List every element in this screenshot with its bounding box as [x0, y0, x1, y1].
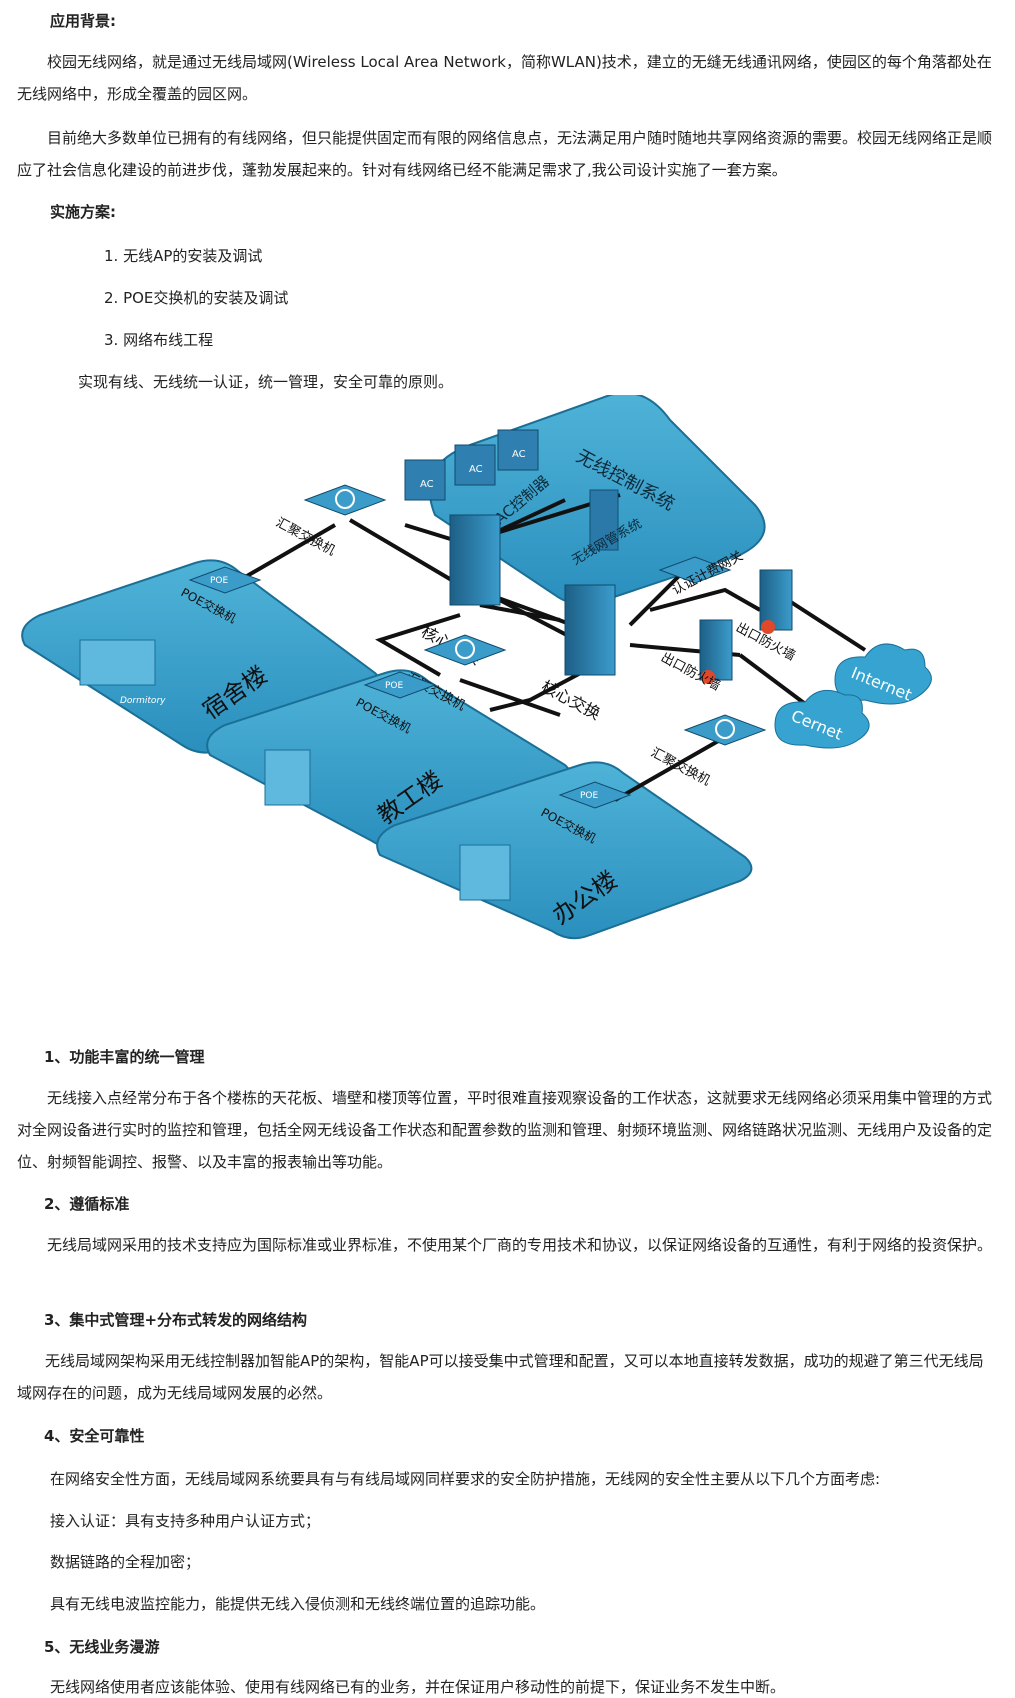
- poe-switch-office: POE: [558, 781, 632, 809]
- section-paragraph: 具有无线电波监控能力，能提供无线入侵侦测和无线终端位置的追踪功能。: [50, 1595, 546, 1613]
- section-paragraph: 接入认证：具有支持多种用户认证方式；: [50, 1512, 321, 1530]
- firewall-1: [759, 569, 793, 634]
- teaching-building: [264, 749, 311, 806]
- core-switch-2: [564, 584, 616, 676]
- ac-label: AC: [512, 449, 526, 460]
- poe-switch-teaching: POE: [363, 671, 437, 699]
- ac-controller-group: AC AC AC: [404, 429, 539, 501]
- paragraph-current: 目前绝大多数单位已拥有的有线网络，但只能提供固定而有限的网络信息点，无法满足用户…: [17, 129, 993, 179]
- paragraph-intro: 校园无线网络，就是通过无线局域网(Wireless Local Area Net…: [17, 53, 992, 103]
- plan-note: 实现有线、无线统一认证，统一管理，安全可靠的原则。: [78, 373, 454, 391]
- section-paragraph: 无线局域网采用的技术支持应为国际标准或业界标准，不使用某个厂商的专用技术和协议，…: [47, 1236, 993, 1254]
- internet-cloud: Internet: [834, 643, 932, 705]
- section-title: 1、功能丰富的统一管理: [44, 1048, 205, 1066]
- ac-label: AC: [420, 479, 434, 490]
- agg-switch-top: [303, 484, 387, 516]
- section-title: 4、安全可靠性: [44, 1427, 145, 1445]
- agg-switch-mid: [423, 634, 507, 666]
- section-paragraph: 数据链路的全程加密；: [50, 1553, 201, 1571]
- poe-label: POE: [580, 791, 599, 801]
- poe-label: POE: [385, 681, 404, 691]
- section-title: 2、遵循标准: [44, 1195, 130, 1213]
- agg-switch-label: 汇聚交换机: [273, 514, 338, 559]
- section-paragraph: 无线局域网架构采用无线控制器加智能AP的架构，智能AP可以接受集中式管理和配置，…: [17, 1352, 984, 1402]
- cernet-cloud: Cernet: [774, 689, 870, 749]
- section-paragraph: 无线接入点经常分布于各个楼栋的天花板、墙壁和楼顶等位置，平时很难直接观察设备的工…: [17, 1089, 993, 1171]
- plan-item: 1. 无线AP的安装及调试: [104, 247, 263, 265]
- heading-plan: 实施方案:: [50, 203, 116, 221]
- auth-gateway: [658, 556, 732, 584]
- core-switch-1: [449, 514, 501, 606]
- poe-label: POE: [210, 576, 229, 586]
- dormitory-building: Dormitory: [79, 639, 166, 706]
- section-paragraph: 无线网络使用者应该能体验、使用有线网络已有的业务，并在保证用户移动性的前提下，保…: [50, 1678, 786, 1696]
- ac-label: AC: [469, 464, 483, 475]
- poe-switch-dorm: POE: [188, 566, 262, 594]
- section-paragraph: 在网络安全性方面，无线局域网系统要具有与有线局域网同样要求的安全防护措施，无线网…: [50, 1470, 881, 1488]
- heading-background: 应用背景:: [50, 12, 116, 30]
- plan-item: 3. 网络布线工程: [104, 331, 214, 349]
- firewall-2: [699, 619, 733, 684]
- dormitory-en-label: Dormitory: [120, 696, 166, 706]
- network-links: [238, 493, 867, 802]
- management-server: [589, 489, 619, 551]
- section-title: 5、无线业务漫游: [44, 1638, 160, 1656]
- section-title: 3、集中式管理+分布式转发的网络结构: [44, 1311, 308, 1329]
- agg-switch-bottom: [683, 714, 767, 746]
- plan-item: 2. POE交换机的安装及调试: [104, 289, 289, 307]
- office-building: [459, 844, 511, 901]
- core-switch-label: 核心交换: [538, 677, 603, 724]
- network-topology-diagram: AC AC AC 无线控制系统 AC控制器 无线网管系统 核心交换 核心交换 汇…: [21, 395, 932, 940]
